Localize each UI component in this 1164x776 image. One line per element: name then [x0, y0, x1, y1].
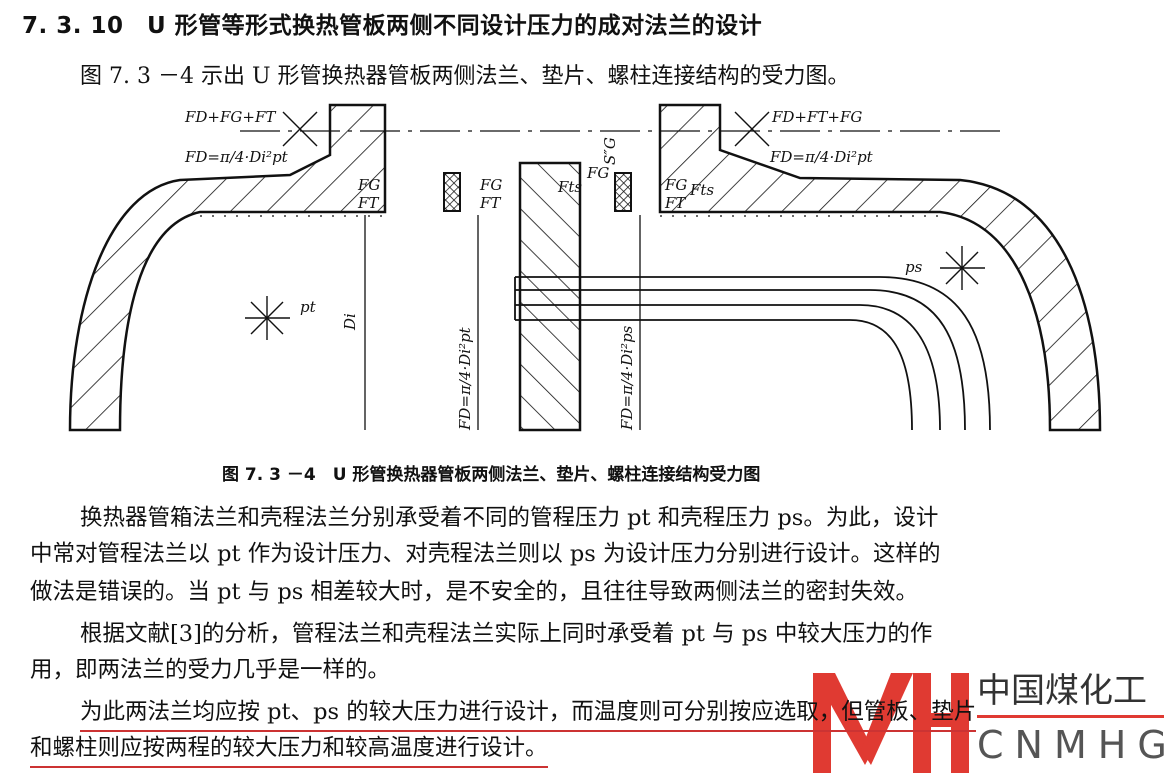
- label-fts: Fts: [557, 178, 582, 196]
- label-right-total: FD+FT+FG: [771, 108, 862, 126]
- paragraph-line-underlined: 和螺柱则应按两程的较大压力和较高温度进行设计。: [30, 736, 548, 768]
- label-fts: Fts: [689, 181, 714, 199]
- force-diagram: FD+FG+FT FD=π/4·Di²pt FG FT FG FT Fts FG…: [68, 103, 1102, 432]
- watermark-en: CNMHG: [977, 723, 1164, 767]
- label-fg: FG: [586, 164, 609, 182]
- u-tubes: [514, 276, 991, 431]
- label-ft: FT: [357, 194, 379, 212]
- label-ft: FT: [479, 194, 501, 212]
- label-fd-vertical-s: FD=π/4·Di²ps: [618, 325, 636, 431]
- label-fd-vertical-t: FD=π/4·Di²pt: [456, 326, 474, 431]
- cross-marks: [282, 111, 770, 147]
- label-pt: pt: [300, 298, 317, 316]
- label-left-total: FD+FG+FT: [184, 108, 276, 126]
- gasket-right: [614, 172, 632, 212]
- label-fg: FG: [479, 176, 502, 194]
- paragraph-line: 根据文献[3]的分析，管程法兰和壳程法兰实际上同时承受着 pt 与 ps 中较大…: [80, 621, 933, 647]
- paragraph-line: 用，即两法兰的受力几乎是一样的。: [30, 657, 391, 683]
- label-fg: FG: [357, 176, 380, 194]
- label-ft: FT: [664, 194, 686, 212]
- paragraph-line: 中常对管程法兰以 pt 作为设计压力、对壳程法兰则以 ps 为设计压力分别进行设…: [30, 541, 941, 567]
- shell: [658, 103, 1102, 432]
- label-ps: ps: [905, 258, 923, 276]
- watermark-logo: [813, 673, 969, 773]
- pressure-star-left: [245, 296, 290, 340]
- label-di: Di: [341, 313, 359, 331]
- pressure-star-right: [940, 246, 985, 290]
- section-heading: 7. 3. 10 U 形管等形式换热管板两侧不同设计压力的成对法兰的设计: [22, 13, 763, 39]
- paragraph-line: 换热器管箱法兰和壳程法兰分别承受着不同的管程压力 pt 和壳程压力 ps。为此，…: [80, 505, 939, 531]
- paragraph-line-underlined: 为此两法兰均应按 pt、ps 的较大压力进行设计，而温度则可分别按应选取，但管板…: [80, 700, 977, 732]
- watermark-rule: [977, 715, 1164, 718]
- paragraph-line: 做法是错误的。当 pt 与 ps 相差较大时，是不安全的，且往往导致两侧法兰的密…: [30, 579, 919, 605]
- label-sg: S″G: [601, 137, 619, 165]
- label-left-fd: FD=π/4·Di²pt: [184, 148, 289, 166]
- watermark: 中国煤化工 CNMHG: [805, 655, 1164, 776]
- label-fg: FG: [664, 176, 687, 194]
- dimension-lines: [364, 215, 641, 430]
- channel-shell: [68, 103, 387, 432]
- intro-text: 图 7. 3 －4 示出 U 形管换热器管板两侧法兰、垫片、螺柱连接结构的受力图…: [80, 64, 850, 89]
- tubesheet: [518, 161, 582, 432]
- watermark-cn: 中国煤化工: [977, 671, 1147, 711]
- label-right-fd: FD=π/4·Di²pt: [769, 148, 874, 166]
- gasket-left: [443, 172, 461, 212]
- figure-caption: 图 7. 3 －4 U 形管换热器管板两侧法兰、垫片、螺柱连接结构受力图: [222, 465, 761, 485]
